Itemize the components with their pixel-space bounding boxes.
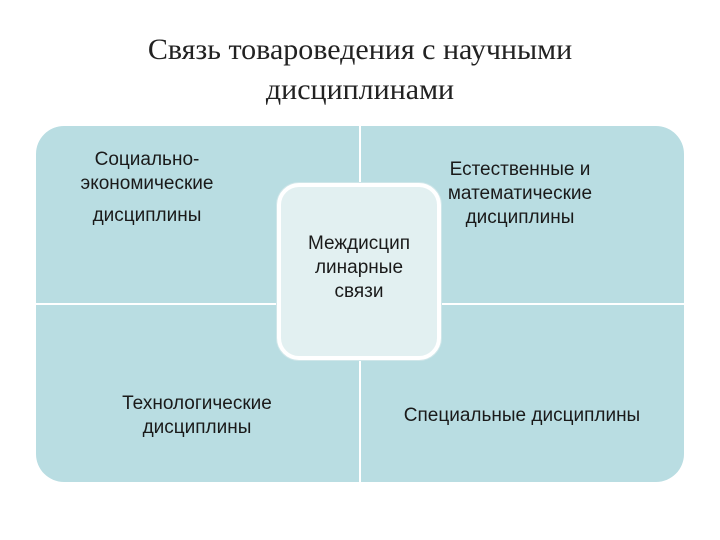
quadrant-technological-line-1: Технологические — [122, 393, 272, 414]
quadrant-technological: Технологические дисциплины — [92, 392, 302, 440]
quadrant-special: Специальные дисциплины — [372, 404, 672, 428]
slide-title-line-1: Связь товароведения с научными — [147, 33, 573, 66]
slide-title: Связь товароведения с научными дисциплин… — [60, 30, 660, 110]
quadrant-socio-economic-line-1: Социально- — [94, 149, 200, 170]
quadrant-special-line-1: Специальные дисциплины — [403, 405, 641, 426]
quadrant-socio-economic-line-2: экономические — [80, 173, 214, 194]
center-label-line-3: связи — [334, 281, 384, 302]
quadrant-natural-math-line-2: математические — [447, 183, 593, 204]
center-label-line-2: линарные — [314, 257, 404, 278]
center-box — [277, 183, 441, 360]
center-label: Междисцип линарные связи — [277, 232, 441, 304]
center-label-line-1: Междисцип — [307, 233, 411, 254]
quadrant-technological-line-2: дисциплины — [142, 417, 252, 438]
quadrant-natural-math-line-1: Естественные и — [449, 159, 591, 180]
quadrant-natural-math-line-3: дисциплины — [465, 207, 575, 228]
quadrant-socio-economic: Социально- экономические дисциплины — [52, 148, 242, 228]
quadrant-natural-math: Естественные и математические дисциплины — [420, 158, 620, 230]
quadrant-socio-economic-line-3: дисциплины — [92, 205, 202, 226]
slide-title-line-2: дисциплинами — [265, 73, 455, 106]
